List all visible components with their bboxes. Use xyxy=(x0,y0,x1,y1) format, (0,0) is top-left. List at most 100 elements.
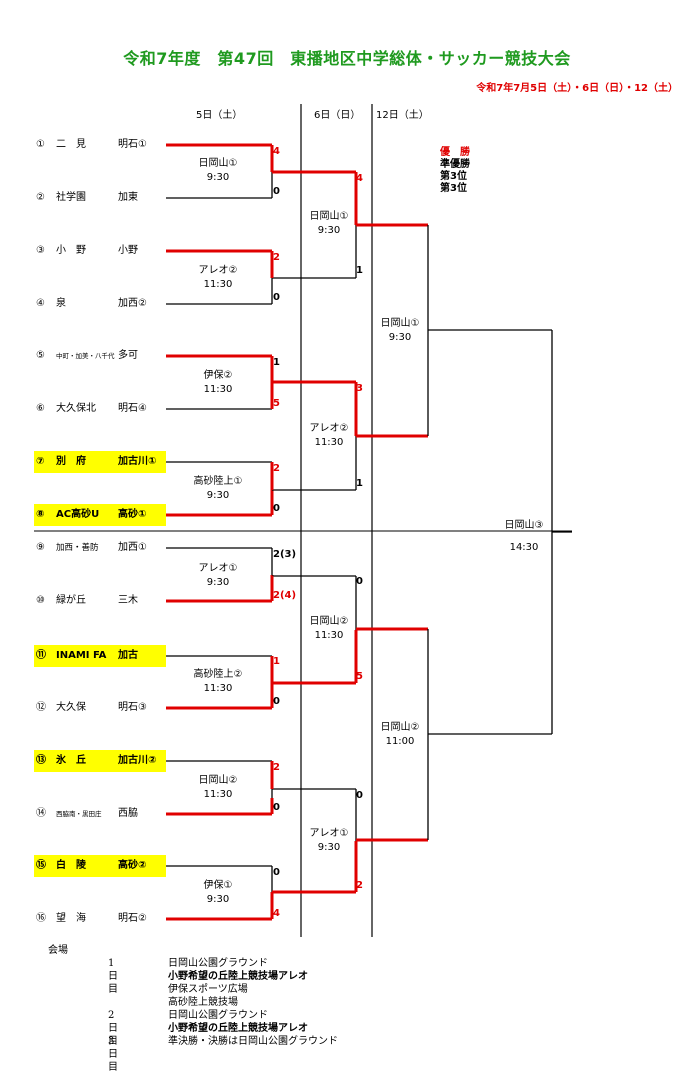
score: 0 xyxy=(273,292,280,303)
notes-venue: 日岡山公園グラウンド xyxy=(168,958,268,969)
score: 1 xyxy=(273,656,280,667)
team-name: 望 海 xyxy=(56,913,86,924)
team-area: 加古川② xyxy=(118,755,157,766)
team-number: ⑧ xyxy=(36,509,45,520)
notes-venue: 小野希望の丘陸上競技場アレオ xyxy=(168,1023,308,1034)
team-number: ⑮ xyxy=(36,860,46,871)
team-area: 三木 xyxy=(118,595,138,606)
team-number: ⑭ xyxy=(36,808,46,819)
notes-venue: 高砂陸上競技場 xyxy=(168,997,238,1008)
score: 2 xyxy=(273,252,280,263)
team-name: 別 府 xyxy=(56,456,86,467)
score: 0 xyxy=(273,867,280,878)
score: 2(4) xyxy=(273,590,297,601)
team-area: 多可 xyxy=(118,350,138,361)
day-header-1: 5日（土） xyxy=(196,110,243,121)
score: 2 xyxy=(273,463,280,474)
team-area: 加東 xyxy=(118,192,138,203)
team-row: ⑪ INAMI FA 加古 xyxy=(34,645,166,667)
legend-third-1: 第3位 xyxy=(440,171,467,182)
date-line: 令和7年7月5日（土）・6日（日）・12（土） xyxy=(476,83,678,94)
team-area: 明石④ xyxy=(118,403,147,414)
score: 3 xyxy=(356,383,363,394)
legend-runner-up: 準優勝 xyxy=(440,159,470,170)
team-number: ⑤ xyxy=(36,350,45,361)
team-name: 社学園 xyxy=(56,192,86,203)
team-area: 加西② xyxy=(118,298,147,309)
score: 0 xyxy=(273,503,280,514)
team-number: ③ xyxy=(36,245,45,256)
team-number: ④ xyxy=(36,298,45,309)
notes-day-label: 2日目 xyxy=(108,1010,118,1047)
score: 2(3) xyxy=(273,549,297,560)
team-area: 高砂① xyxy=(118,509,147,520)
legend-winner: 優 勝 xyxy=(440,147,470,158)
team-area: 高砂② xyxy=(118,860,147,871)
score: 0 xyxy=(273,696,280,707)
team-number: ⑦ xyxy=(36,456,45,467)
notes-venue: 準決勝・決勝は日岡山公園グラウンド xyxy=(168,1036,338,1047)
legend-third-2: 第3位 xyxy=(440,183,467,194)
team-row: ⑮ 白 陵 高砂② xyxy=(34,855,166,877)
team-number: ⑥ xyxy=(36,403,45,414)
score: 2 xyxy=(356,880,363,891)
notes-venue: 日岡山公園グラウンド xyxy=(168,1010,268,1021)
team-row: ⑤ 中町・加美・八千代多可 xyxy=(34,345,166,367)
team-name: 中町・加美・八千代 xyxy=(56,352,115,360)
team-name: 加西・善防 xyxy=(56,543,99,553)
team-name: AC高砂U xyxy=(56,509,100,520)
notes-venue: 小野希望の丘陸上競技場アレオ xyxy=(168,971,308,982)
team-number: ⑫ xyxy=(36,702,46,713)
notes-day-label: 3日目 xyxy=(108,1036,118,1073)
team-name: INAMI FA xyxy=(56,650,107,661)
score: 2 xyxy=(273,762,280,773)
team-number: ⑨ xyxy=(36,542,45,553)
score: 1 xyxy=(356,478,363,489)
team-number: ② xyxy=(36,192,45,203)
team-row: ⑧ AC高砂U 高砂① xyxy=(34,504,166,526)
team-number: ⑬ xyxy=(36,755,46,766)
day-header-2: 6日（日） xyxy=(314,110,361,121)
team-name: 泉 xyxy=(56,298,66,309)
team-row: ⑬ 氷 丘 加古川② xyxy=(34,750,166,772)
score: 5 xyxy=(273,398,280,409)
score: 0 xyxy=(273,802,280,813)
team-row: ② 社学園 加東 xyxy=(34,187,166,209)
score: 4 xyxy=(273,146,280,157)
team-name: 西脇南・黒田庄 xyxy=(56,810,102,818)
score: 0 xyxy=(356,576,363,587)
team-name: 白 陵 xyxy=(56,860,86,871)
score: 4 xyxy=(356,173,363,184)
team-area: 明石③ xyxy=(118,702,147,713)
venue-notes: 会場 1日目日岡山公園グラウンド 小野希望の丘陸上競技場アレオ 伊保スポーツ広場… xyxy=(48,944,338,1073)
score: 1 xyxy=(356,265,363,276)
team-number: ⑩ xyxy=(36,595,45,606)
day-header-3: 12日（土） xyxy=(376,110,429,121)
team-number: ⑪ xyxy=(36,650,46,661)
team-name: 緑が丘 xyxy=(56,595,86,606)
team-area: 明石② xyxy=(118,913,147,924)
team-name: 氷 丘 xyxy=(56,755,86,766)
team-row: ⑨ 加西・善防 加西① xyxy=(34,537,166,559)
team-area: 加古 xyxy=(118,650,138,661)
team-name: 大久保北 xyxy=(56,403,96,414)
score: 0 xyxy=(356,790,363,801)
notes-header: 会場 xyxy=(48,945,68,956)
notes-day-label: 1日目 xyxy=(108,958,118,995)
results-legend: 優 勝 準優勝 第3位 第3位 xyxy=(440,147,470,195)
team-area: 加西① xyxy=(118,542,147,553)
team-number: ⑯ xyxy=(36,913,46,924)
score: 4 xyxy=(273,908,280,919)
score: 1 xyxy=(273,357,280,368)
